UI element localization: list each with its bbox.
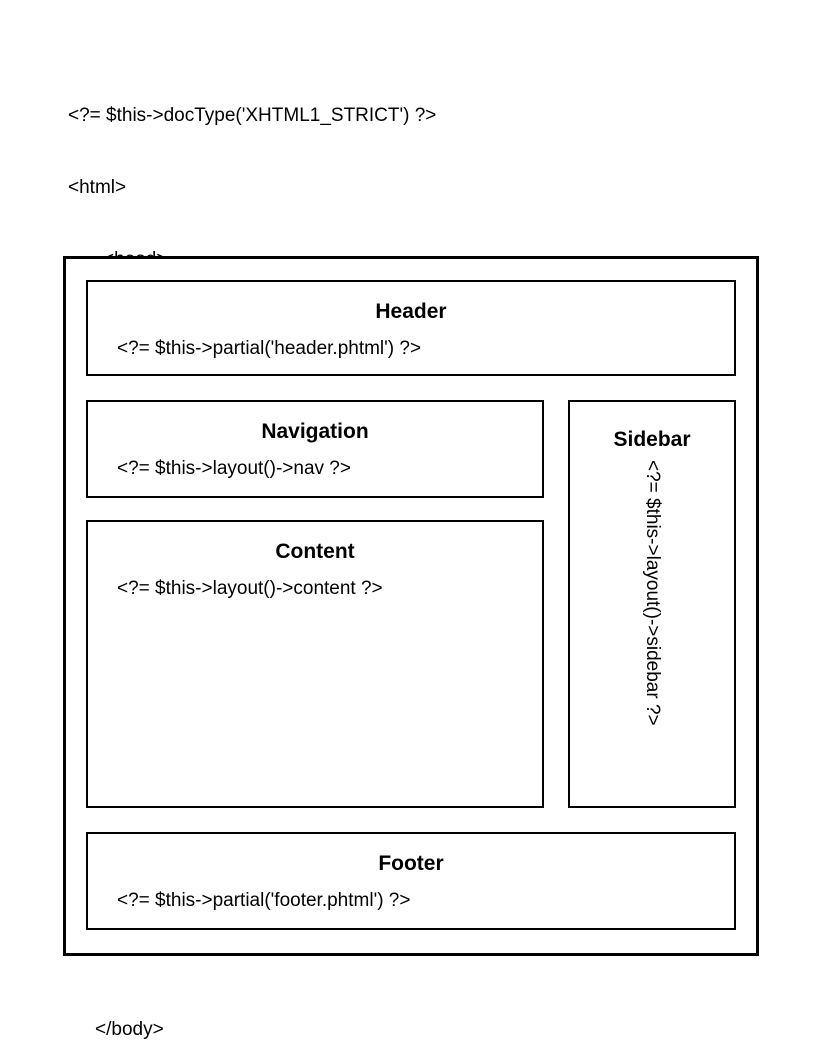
- header-box-title: Header: [375, 300, 447, 323]
- content-box-code: <?= $this->layout()->content ?>: [117, 578, 383, 599]
- code-block-bottom: </body> </html>: [70, 970, 164, 1056]
- content-box: Content <?= $this->layout()->content ?>: [86, 520, 544, 808]
- code-line-html-open: <html>: [68, 177, 127, 198]
- sidebar-box-code: <?= $this->layout()->sidebar ?>: [642, 460, 663, 726]
- header-box-code: <?= $this->partial('header.phtml') ?>: [117, 338, 422, 359]
- footer-box: Footer <?= $this->partial('footer.phtml'…: [86, 832, 736, 930]
- code-line-body-close: </body>: [95, 1019, 164, 1040]
- footer-box-code: <?= $this->partial('footer.phtml') ?>: [117, 890, 411, 911]
- sidebar-box-title: Sidebar: [613, 428, 691, 451]
- sidebar-box: Sidebar <?= $this->layout()->sidebar ?>: [568, 400, 736, 808]
- navigation-box-title: Navigation: [261, 420, 369, 443]
- content-box-title: Content: [275, 540, 355, 563]
- header-box: Header <?= $this->partial('header.phtml'…: [86, 280, 736, 376]
- footer-box-title: Footer: [378, 852, 444, 875]
- navigation-box: Navigation <?= $this->layout()->nav ?>: [86, 400, 544, 498]
- navigation-box-code: <?= $this->layout()->nav ?>: [117, 458, 351, 479]
- code-line-doctype: <?= $this->docType('XHTML1_STRICT') ?>: [68, 105, 437, 126]
